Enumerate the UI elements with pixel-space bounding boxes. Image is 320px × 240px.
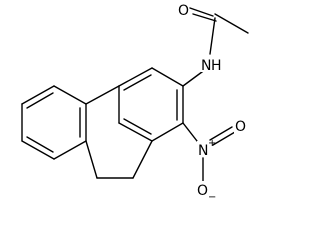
bond-left-ring-4	[21, 140, 55, 160]
carbonyl-oxygen-label: O	[178, 3, 189, 19]
nitro-nitrogen-charge: +	[208, 138, 216, 149]
bond-nitro-o-top-b	[212, 131, 236, 146]
bond-methyl-carbonyl	[214, 13, 249, 34]
bond-ring-c4a-c10a	[118, 122, 153, 142]
bond-left-ring-inner-b	[26, 136, 54, 153]
amide-hydrogen-label: H	[211, 58, 222, 74]
bond-ring-c10a-c1	[151, 122, 184, 142]
bond-left-ring-1	[53, 85, 87, 105]
bond-left-ring-inner-a	[26, 92, 54, 109]
nitro-nitrogen-label: N	[198, 143, 208, 159]
atom-labels: O N H N + O O −	[177, 2, 246, 203]
bond-ring-nitro	[182, 122, 198, 142]
nitro-oxygen-bottom-label: O	[197, 183, 208, 199]
bond-lines	[21, 7, 249, 182]
bond-biaryl	[85, 85, 120, 105]
amide-nitrogen-label: N	[201, 58, 211, 74]
bond-c4b-c9	[85, 140, 98, 179]
bond-ring-inner-c3-c4	[123, 74, 152, 91]
bond-c10-c10a	[132, 140, 153, 179]
bond-left-ring-5	[53, 140, 87, 160]
nitro-oxygen-bottom-charge: −	[208, 192, 216, 203]
bond-ring-c2-c3	[151, 67, 184, 87]
chemical-structure-diagram: O N H N + O O −	[21, 2, 249, 203]
bond-ring-inner-c4a-c10a	[123, 118, 152, 135]
bond-carbonyl-double-b	[192, 13, 217, 22]
bond-ring-c3-c4	[118, 67, 153, 87]
bond-carbonyl-double-a	[189, 7, 214, 17]
bond-carbonyl-nh	[209, 17, 216, 55]
bond-left-ring-2	[21, 85, 55, 105]
nitro-oxygen-top-label: O	[235, 119, 246, 135]
bond-nitro-o-top-a	[209, 126, 233, 141]
